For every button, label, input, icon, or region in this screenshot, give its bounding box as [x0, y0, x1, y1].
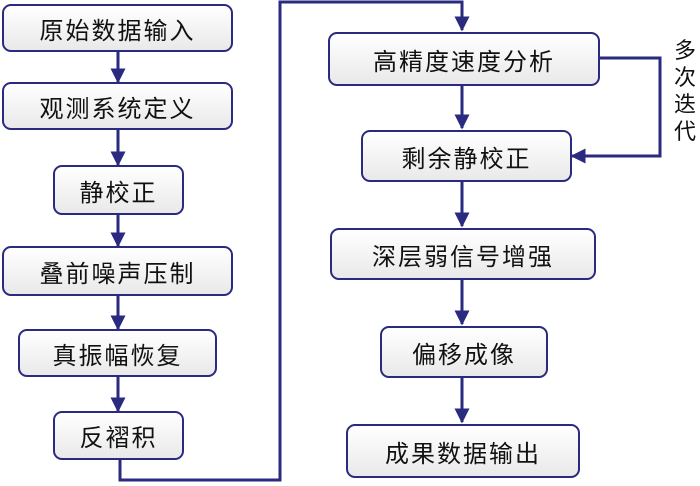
crossover-connector: [118, 0, 470, 482]
iteration-loop: [570, 56, 662, 164]
iteration-note-char: 次: [673, 66, 696, 91]
step-static-correction: 静校正: [53, 165, 184, 215]
step-result-data-output: 成果数据输出: [346, 424, 580, 478]
iteration-note: 多 次 迭 代: [673, 38, 697, 146]
step-high-precision-velocity-analysis: 高精度速度分析: [328, 32, 600, 86]
step-deep-weak-signal-enhancement: 深层弱信号增强: [330, 228, 596, 280]
step-true-amplitude-recovery: 真振幅恢复: [18, 329, 217, 377]
iteration-note-char: 迭: [673, 93, 696, 118]
step-deconvolution: 反褶积: [53, 411, 184, 460]
step-prestack-noise-suppression: 叠前噪声压制: [2, 246, 233, 296]
iteration-note-char: 多: [673, 39, 696, 64]
step-migration-imaging: 偏移成像: [380, 326, 548, 378]
step-residual-static-correction: 剩余静校正: [361, 130, 572, 182]
step-raw-data-input: 原始数据输入: [2, 4, 233, 52]
iteration-note-char: 代: [673, 120, 696, 145]
step-geometry-definition: 观测系统定义: [2, 82, 233, 130]
